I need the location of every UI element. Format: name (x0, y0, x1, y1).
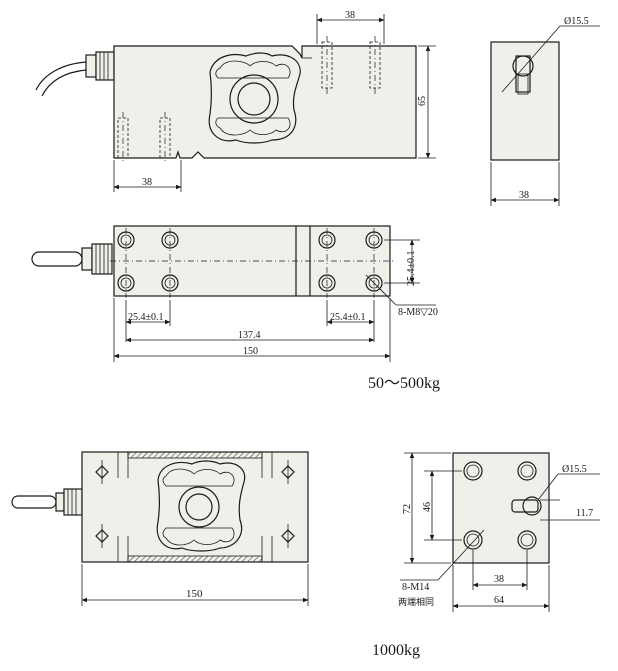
end-b-height-inner: 46 (422, 502, 433, 512)
end-b-width-outer: 64 (494, 595, 504, 606)
view-b-front: 150 (11, 451, 309, 606)
caption-view-a: 50～500kg (368, 375, 440, 392)
front-length-dim: 150 (186, 588, 203, 600)
side-top-dim: 38 (345, 10, 355, 21)
side-height-dim: 65 (417, 96, 428, 106)
plan-length-inner: 137.4 (238, 330, 261, 341)
plan-spacing-right: 25.4±0.1 (330, 312, 366, 323)
view-a-end: Ø15.5 38 (490, 16, 600, 206)
plan-thread-label: 8-M8▽20 (398, 307, 438, 318)
view-a-side: 38 65 38 (35, 10, 436, 192)
front-body (81, 451, 309, 563)
end-width-dim: 38 (519, 190, 529, 201)
plan-length-total: 150 (243, 346, 258, 357)
end-b-thread-note: 两端相同 (398, 596, 434, 608)
end-b-thread-label: 8-M14 (402, 582, 429, 593)
front-cutout (156, 460, 246, 552)
end-b-dia-label: Ø15.5 (562, 464, 587, 475)
binocular-cutout (208, 52, 301, 144)
view-b-end: Ø15.5 11.7 72 46 38 64 8-M14 两端相同 (398, 452, 600, 612)
end-b-height-outer: 72 (402, 504, 413, 514)
end-b-width-inner: 38 (494, 574, 504, 585)
view-a-plan: 25.4±0.1 8-M8▽20 25.4±0.1 25.4±0.1 137.4… (31, 225, 438, 362)
caption-view-b: 1000kg (372, 642, 420, 659)
end-body (490, 41, 560, 161)
side-body (113, 45, 417, 159)
plan-spacing-v: 25.4±0.1 (406, 251, 417, 287)
cable (35, 61, 87, 91)
end-b-offset-dim: 11.7 (576, 508, 593, 519)
side-bottom-dim: 38 (142, 177, 152, 188)
plan-spacing-left: 25.4±0.1 (128, 312, 164, 323)
end-dia-label: Ø15.5 (564, 16, 589, 27)
